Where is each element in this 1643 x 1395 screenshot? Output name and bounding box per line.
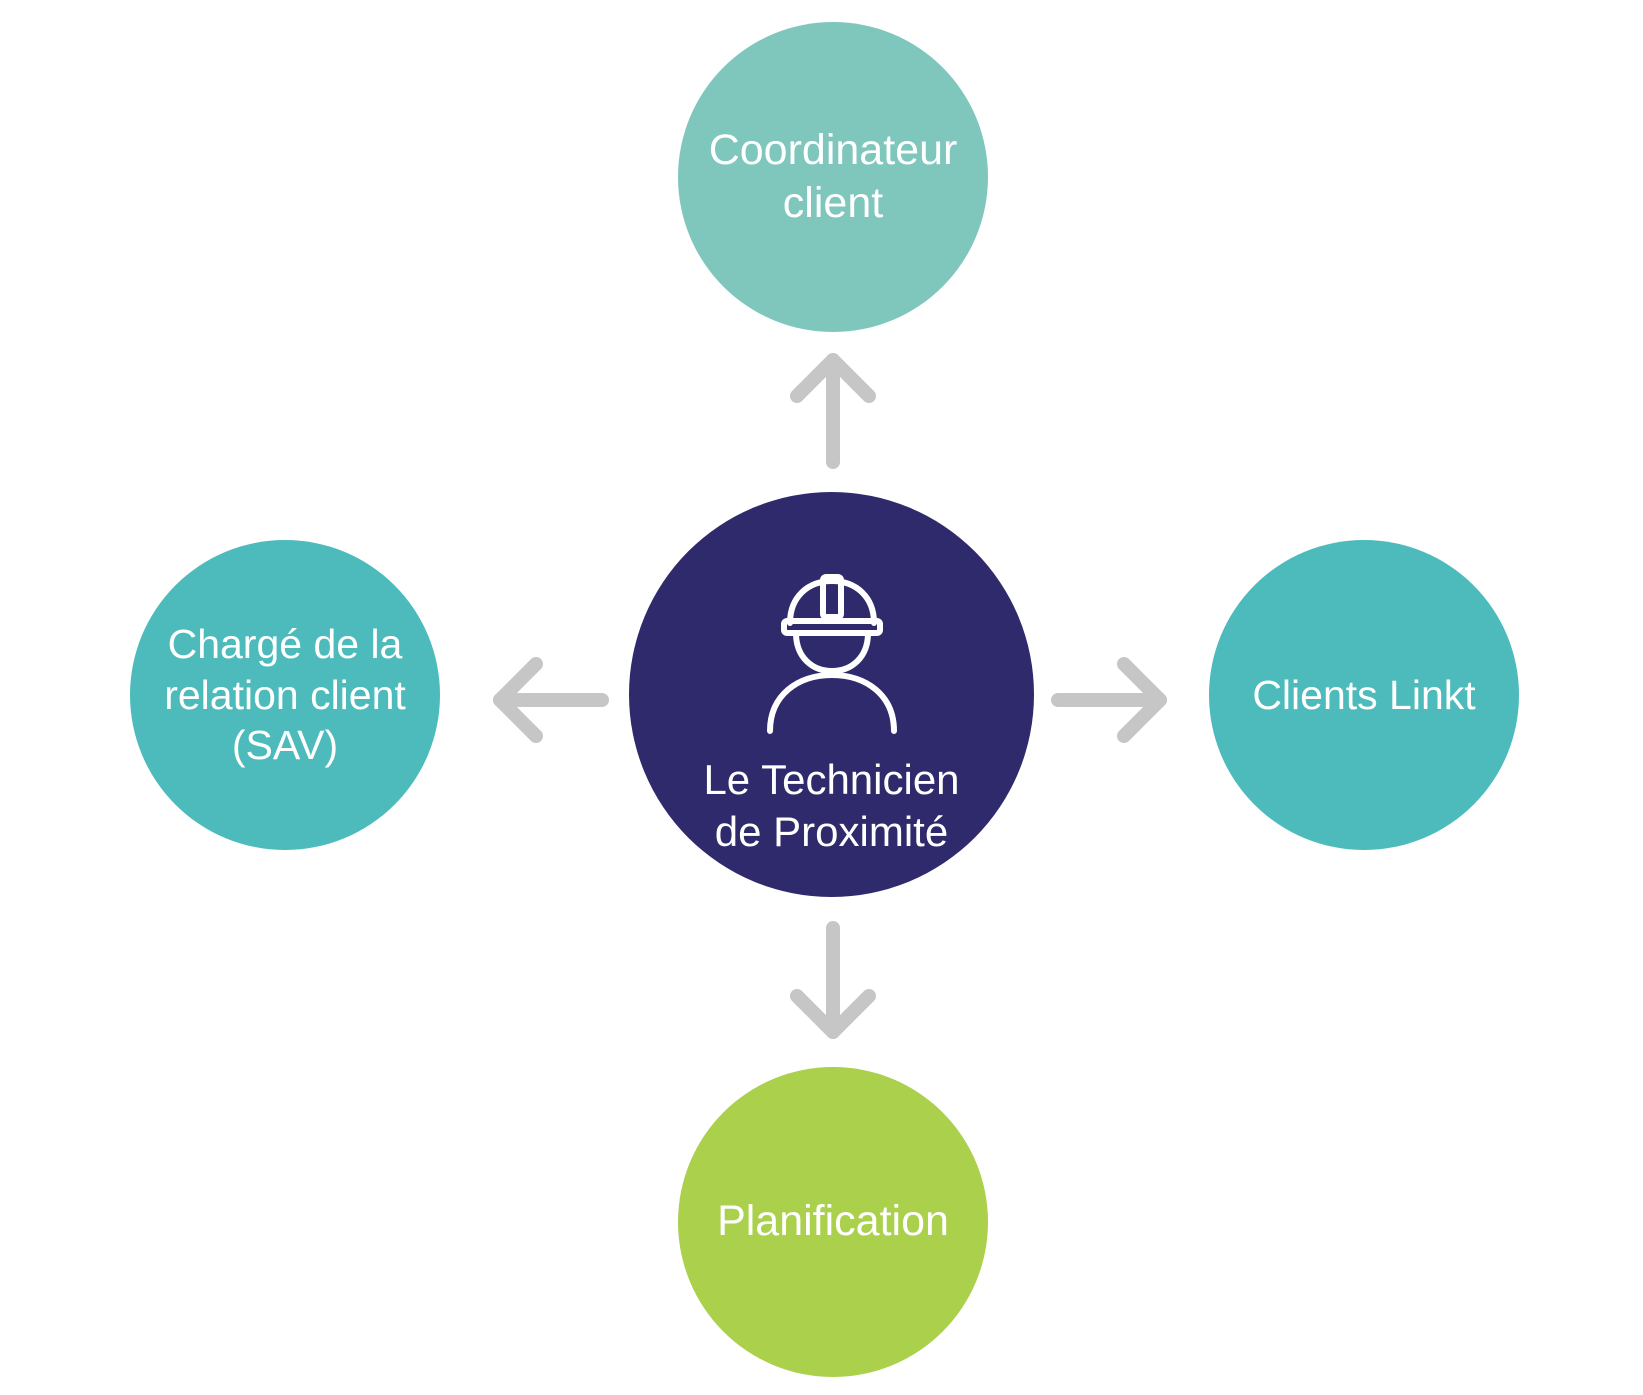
node-label: Planification <box>717 1197 949 1246</box>
construction-worker-icon <box>766 573 897 734</box>
node-planification: Planification <box>678 1067 988 1377</box>
node-technicien-proximite: Le Technicien de Proximité <box>629 492 1034 897</box>
node-clients-linkt: Clients Linkt <box>1209 540 1519 850</box>
node-coordinateur-client: Coordinateur client <box>678 22 988 332</box>
node-label: Coordinateur client <box>708 125 958 227</box>
center-label: Le Technicien de Proximité <box>703 755 960 856</box>
node-label: Clients Linkt <box>1252 671 1476 718</box>
node-label: Chargé de la relation client (SAV) <box>164 620 406 769</box>
node-charge-relation-client: Chargé de la relation client (SAV) <box>130 540 440 850</box>
